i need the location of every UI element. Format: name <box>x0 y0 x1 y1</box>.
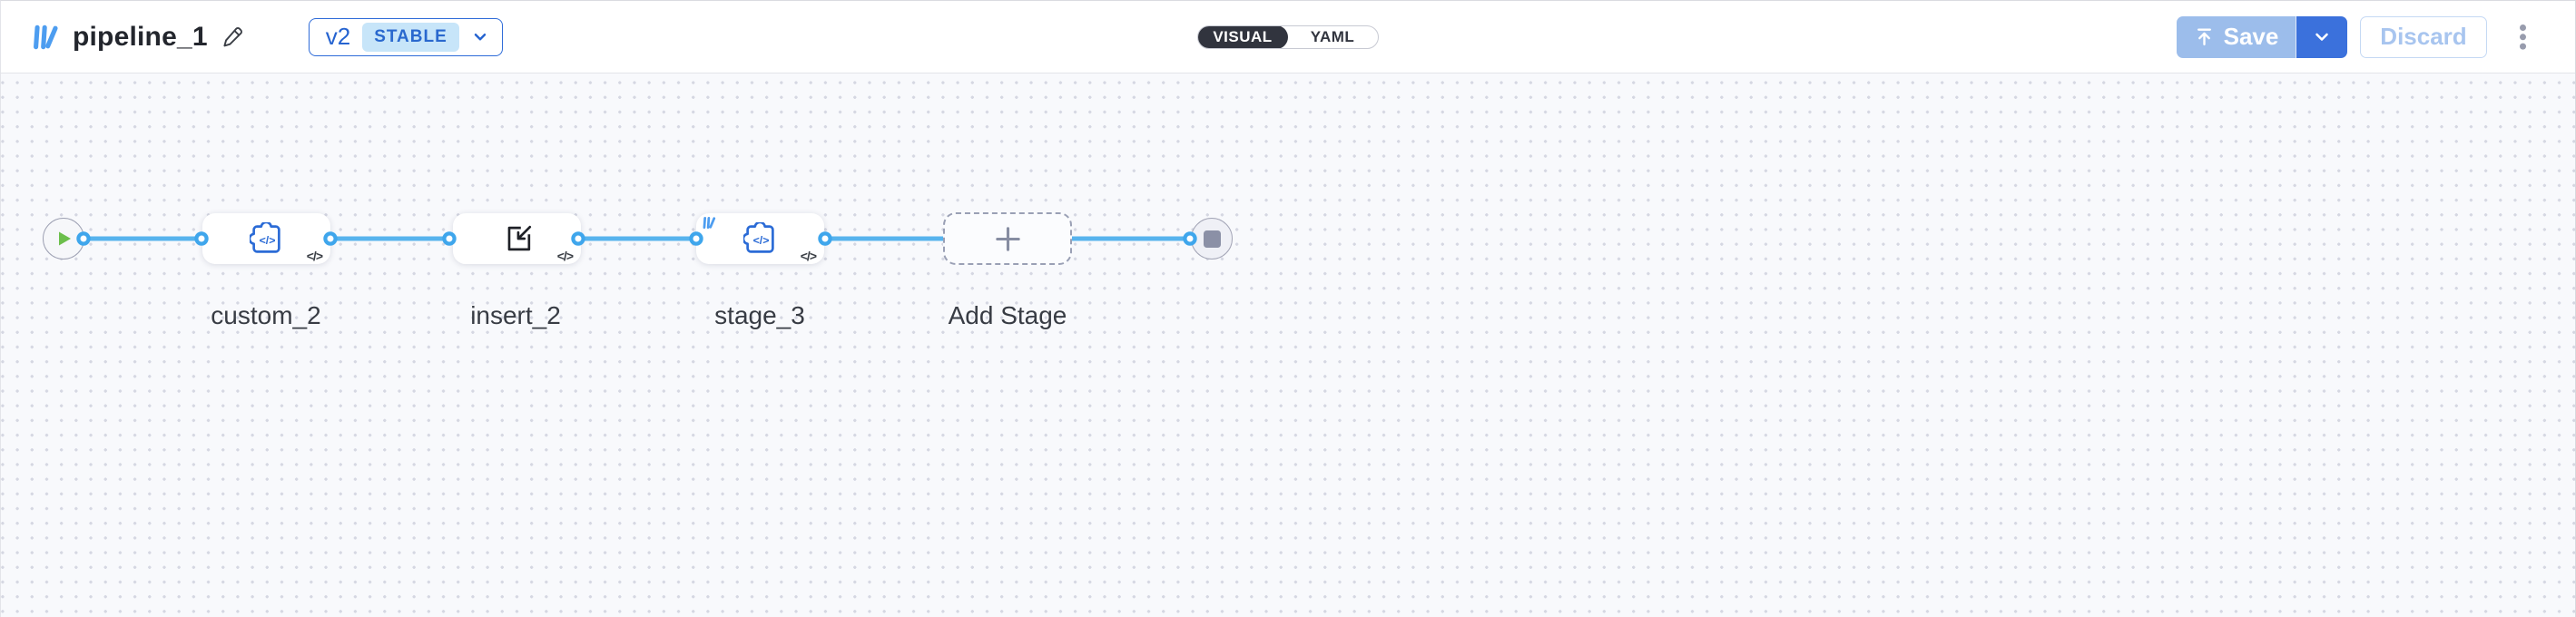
pipeline-start-node[interactable] <box>43 218 84 260</box>
puzzle-code-icon: </> <box>250 221 280 253</box>
version-dropdown[interactable]: v2 STABLE <box>308 17 503 56</box>
code-editor-badge[interactable]: </> <box>306 249 323 263</box>
stage-label: custom_2 <box>211 301 321 329</box>
upload-icon <box>2197 28 2211 46</box>
play-icon <box>59 231 71 246</box>
code-editor-badge[interactable]: </> <box>800 249 817 263</box>
header-actions: Save Discard <box>2177 15 2575 58</box>
chevron-down-icon <box>2315 33 2328 41</box>
kebab-menu-icon <box>2519 24 2526 50</box>
pipeline-wires <box>76 231 1197 246</box>
version-label: v2 <box>325 23 351 50</box>
stage-node-custom-2[interactable]: </> </> <box>202 213 330 264</box>
stage-label: stage_3 <box>714 301 805 329</box>
discard-button[interactable]: Discard <box>2360 15 2487 58</box>
header-left: pipeline_1 v2 STABLE <box>1 17 503 56</box>
add-stage-button[interactable] <box>943 212 1072 265</box>
app-logo-icon <box>34 24 58 49</box>
svg-text:</>: </> <box>753 234 770 247</box>
header-bar: pipeline_1 v2 STABLE VISUAL YAML <box>1 1 2575 73</box>
pipeline-end-node[interactable] <box>1191 218 1233 260</box>
import-icon <box>507 225 531 251</box>
code-editor-badge[interactable]: </> <box>556 249 574 263</box>
pipeline-canvas[interactable]: </> </> </> </> </> <box>1 73 2575 617</box>
stop-icon <box>1203 230 1221 248</box>
save-split-button: Save <box>2177 15 2347 58</box>
app-logo-mini-icon <box>703 216 716 230</box>
more-menu-button[interactable] <box>2511 16 2534 58</box>
save-button[interactable]: Save <box>2177 15 2296 58</box>
save-button-label: Save <box>2223 23 2279 50</box>
pencil-icon <box>223 27 242 47</box>
stage-node-insert-2[interactable]: </> <box>453 213 581 264</box>
stage-label: Add Stage <box>948 301 1067 329</box>
page-title: pipeline_1 <box>73 21 208 52</box>
version-status-badge: STABLE <box>362 22 459 52</box>
stage-label: insert_2 <box>470 301 561 329</box>
view-mode-toggle: VISUAL YAML <box>1197 24 1379 49</box>
svg-text:</>: </> <box>260 234 276 247</box>
plus-icon <box>995 226 1020 251</box>
edit-title-button[interactable] <box>221 24 245 49</box>
chevron-down-icon <box>474 33 487 40</box>
visual-yaml-toggle: VISUAL YAML <box>1197 24 1379 49</box>
tab-visual[interactable]: VISUAL <box>1198 25 1288 48</box>
stage-node-stage-3[interactable]: </> </> <box>696 213 824 264</box>
tab-yaml[interactable]: YAML <box>1287 26 1378 48</box>
save-options-button[interactable] <box>2296 15 2347 58</box>
puzzle-code-icon: </> <box>743 221 774 253</box>
